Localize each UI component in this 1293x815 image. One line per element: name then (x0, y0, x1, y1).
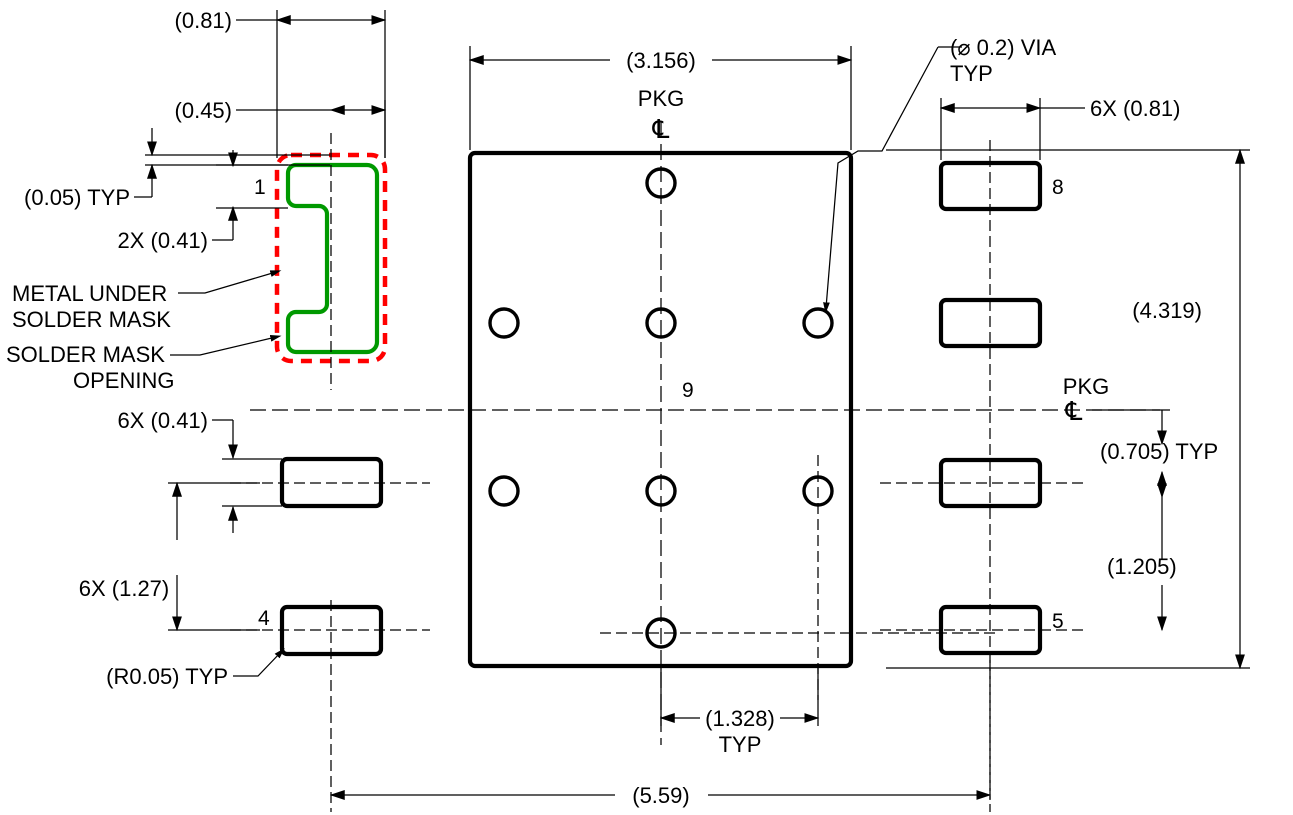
via-note-line2: TYP (950, 61, 993, 86)
dim-4319-text: (4.319) (1132, 298, 1202, 323)
via-low-center (645, 475, 677, 507)
via-mid-center (645, 307, 677, 339)
dim-6x081-text: 6X (0.81) (1090, 96, 1181, 121)
corner-radius-leader (233, 647, 285, 677)
dim-6x127-text: 6X (1.27) (79, 576, 170, 601)
pin-number-1: 1 (254, 176, 266, 199)
pad-8 (938, 160, 1043, 212)
via-mid-right (802, 307, 834, 339)
dim-0-45-text: (0.45) (175, 98, 232, 123)
pkg-label-top: PKG (638, 86, 684, 111)
pin-number-9: 9 (682, 379, 694, 402)
via-low-left (488, 475, 520, 507)
dim-1205-text: (1.205) (1107, 554, 1177, 579)
dim-3156-text: (3.156) (626, 48, 696, 73)
dim-r005-text: (R0.05) TYP (106, 664, 228, 689)
pin-number-4: 4 (258, 607, 270, 630)
dim-1328-text: (1.328) (705, 706, 775, 731)
mask-note-line2: OPENING (73, 368, 174, 393)
mask-note-leader (170, 335, 282, 356)
dim-0705-text: (0.705) TYP (1100, 439, 1218, 464)
pin-number-8: 8 (1052, 176, 1064, 199)
centerline-symbol-top: ℄ (652, 115, 670, 144)
via-note-leader-line (823, 46, 939, 314)
dim-0-05-text: (0.05) TYP (24, 185, 130, 210)
dim-0-41-text: 2X (0.41) (118, 228, 209, 253)
metal-note-line2: SOLDER MASK (12, 307, 171, 332)
dim-6x041-text: 6X (0.41) (118, 408, 209, 433)
via-mid-left (488, 307, 520, 339)
mask-note-line1: SOLDER MASK (6, 342, 165, 367)
metal-note-line1: METAL UNDER (12, 281, 167, 306)
pin-number-5: 5 (1052, 610, 1064, 633)
dim-559-text: (5.59) (632, 783, 689, 808)
metal-under-solder-mask-outline (285, 162, 380, 355)
dim-1328-typ-text: TYP (719, 732, 762, 757)
metal-note-leader (178, 270, 282, 294)
via-top-center (645, 167, 677, 199)
via-note-line1: (⌀ 0.2) VIA (950, 35, 1056, 60)
centerline-symbol-right: ℄ (1065, 397, 1083, 426)
pkg-label-right: PKG (1063, 374, 1109, 399)
dim-0-81-text: (0.81) (175, 8, 232, 33)
